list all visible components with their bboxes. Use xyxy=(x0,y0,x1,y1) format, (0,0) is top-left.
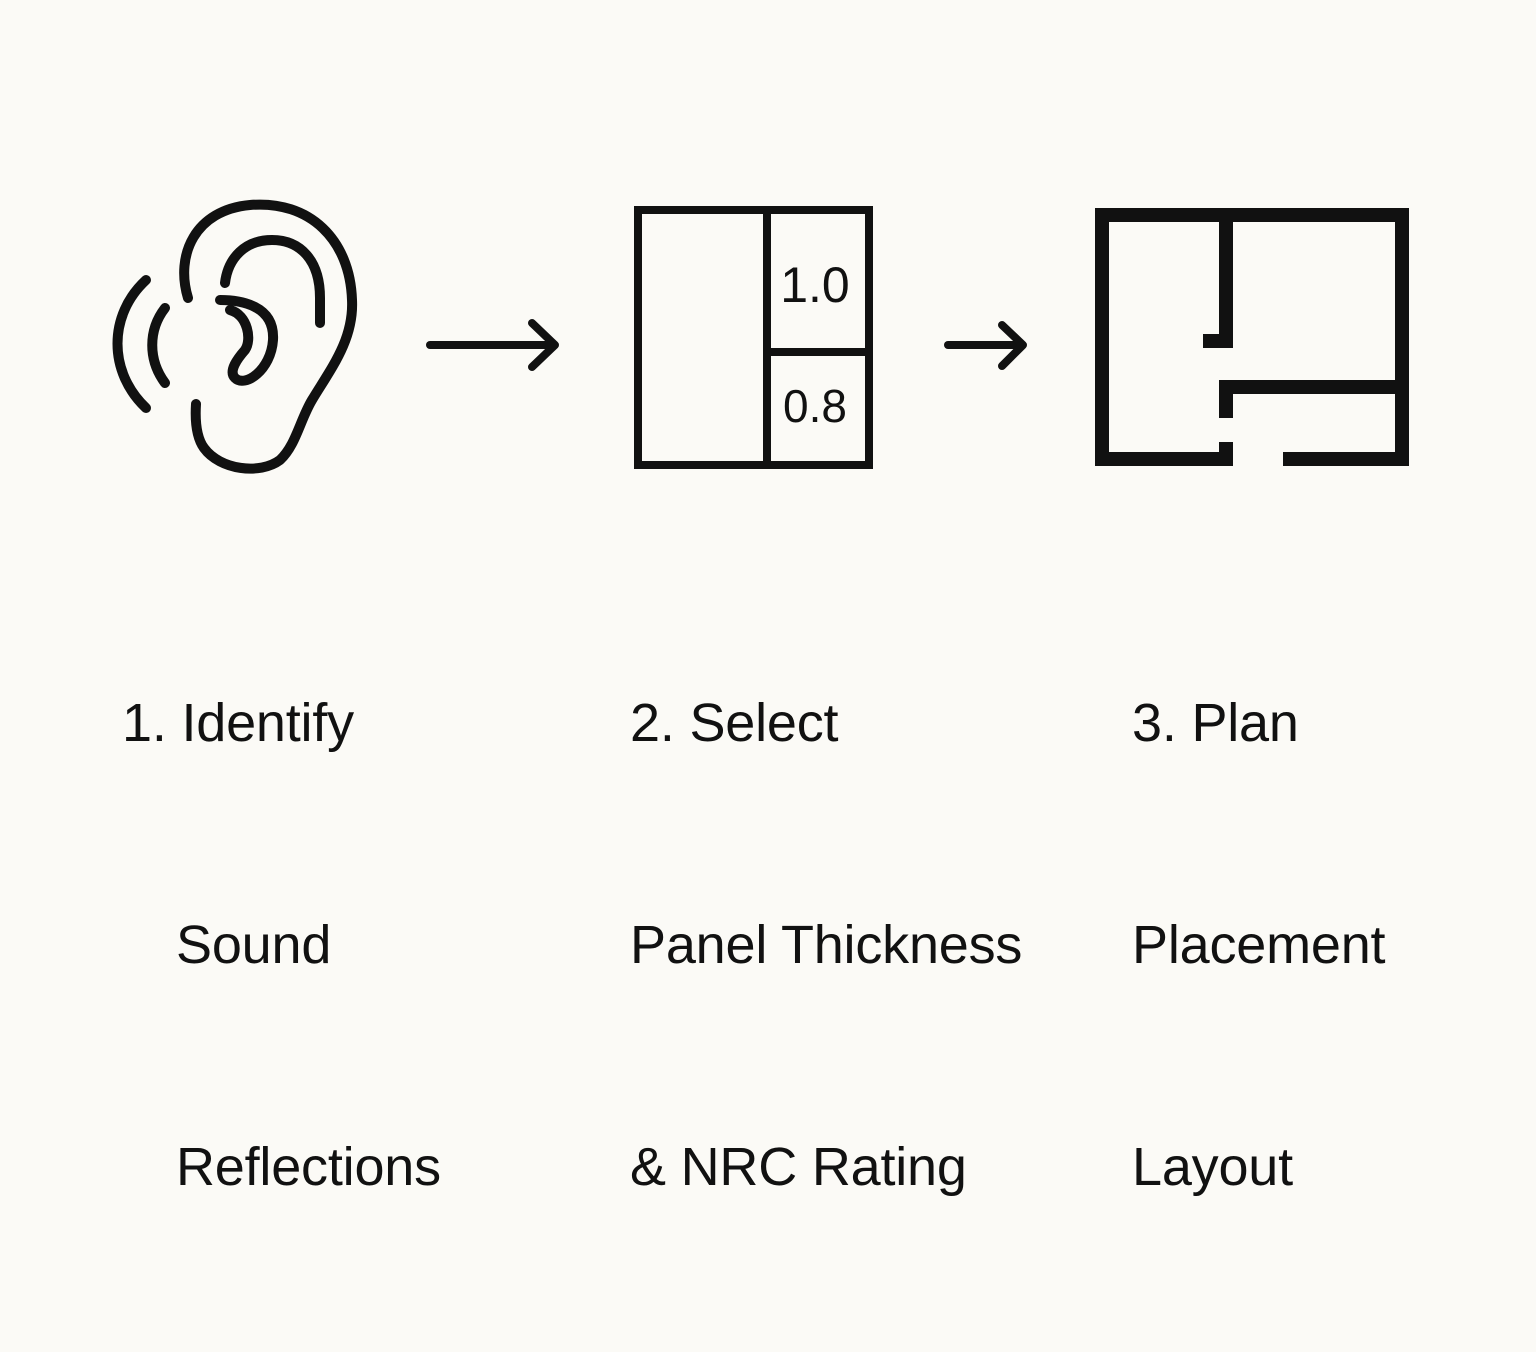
step-1-line-1: 1. Identify xyxy=(122,693,354,753)
step-1-label: 1. Identify Sound Reflections xyxy=(122,538,441,1352)
process-diagram: 1.0 0.8 xyxy=(112,199,1409,1197)
step-2-line-1: 2. Select xyxy=(630,693,839,753)
step-3-line-1: 3. Plan xyxy=(1132,693,1299,753)
arrow-right-icon xyxy=(944,321,1027,370)
step-3-line-2: Placement xyxy=(1132,915,1386,975)
step-1-line-3: Reflections xyxy=(176,1137,441,1197)
panel-rating-icon: 1.0 0.8 xyxy=(634,206,873,469)
floor-plan-icon xyxy=(1095,208,1409,466)
arrow-right-icon xyxy=(426,319,559,371)
step-2-line-2: Panel Thickness xyxy=(630,915,1023,975)
ear-icon xyxy=(112,199,358,474)
step-2-line-3: & NRC Rating xyxy=(630,1137,967,1197)
step-1-line-2: Sound xyxy=(176,915,332,975)
step-3-label: 3. Plan Placement Layout xyxy=(1132,538,1386,1352)
step-2-label: 2. Select Panel Thickness & NRC Rating xyxy=(630,538,1022,1352)
step-3-line-3: Layout xyxy=(1132,1137,1293,1197)
panel-value-bottom: 0.8 xyxy=(783,380,847,432)
panel-value-top: 1.0 xyxy=(780,257,850,313)
